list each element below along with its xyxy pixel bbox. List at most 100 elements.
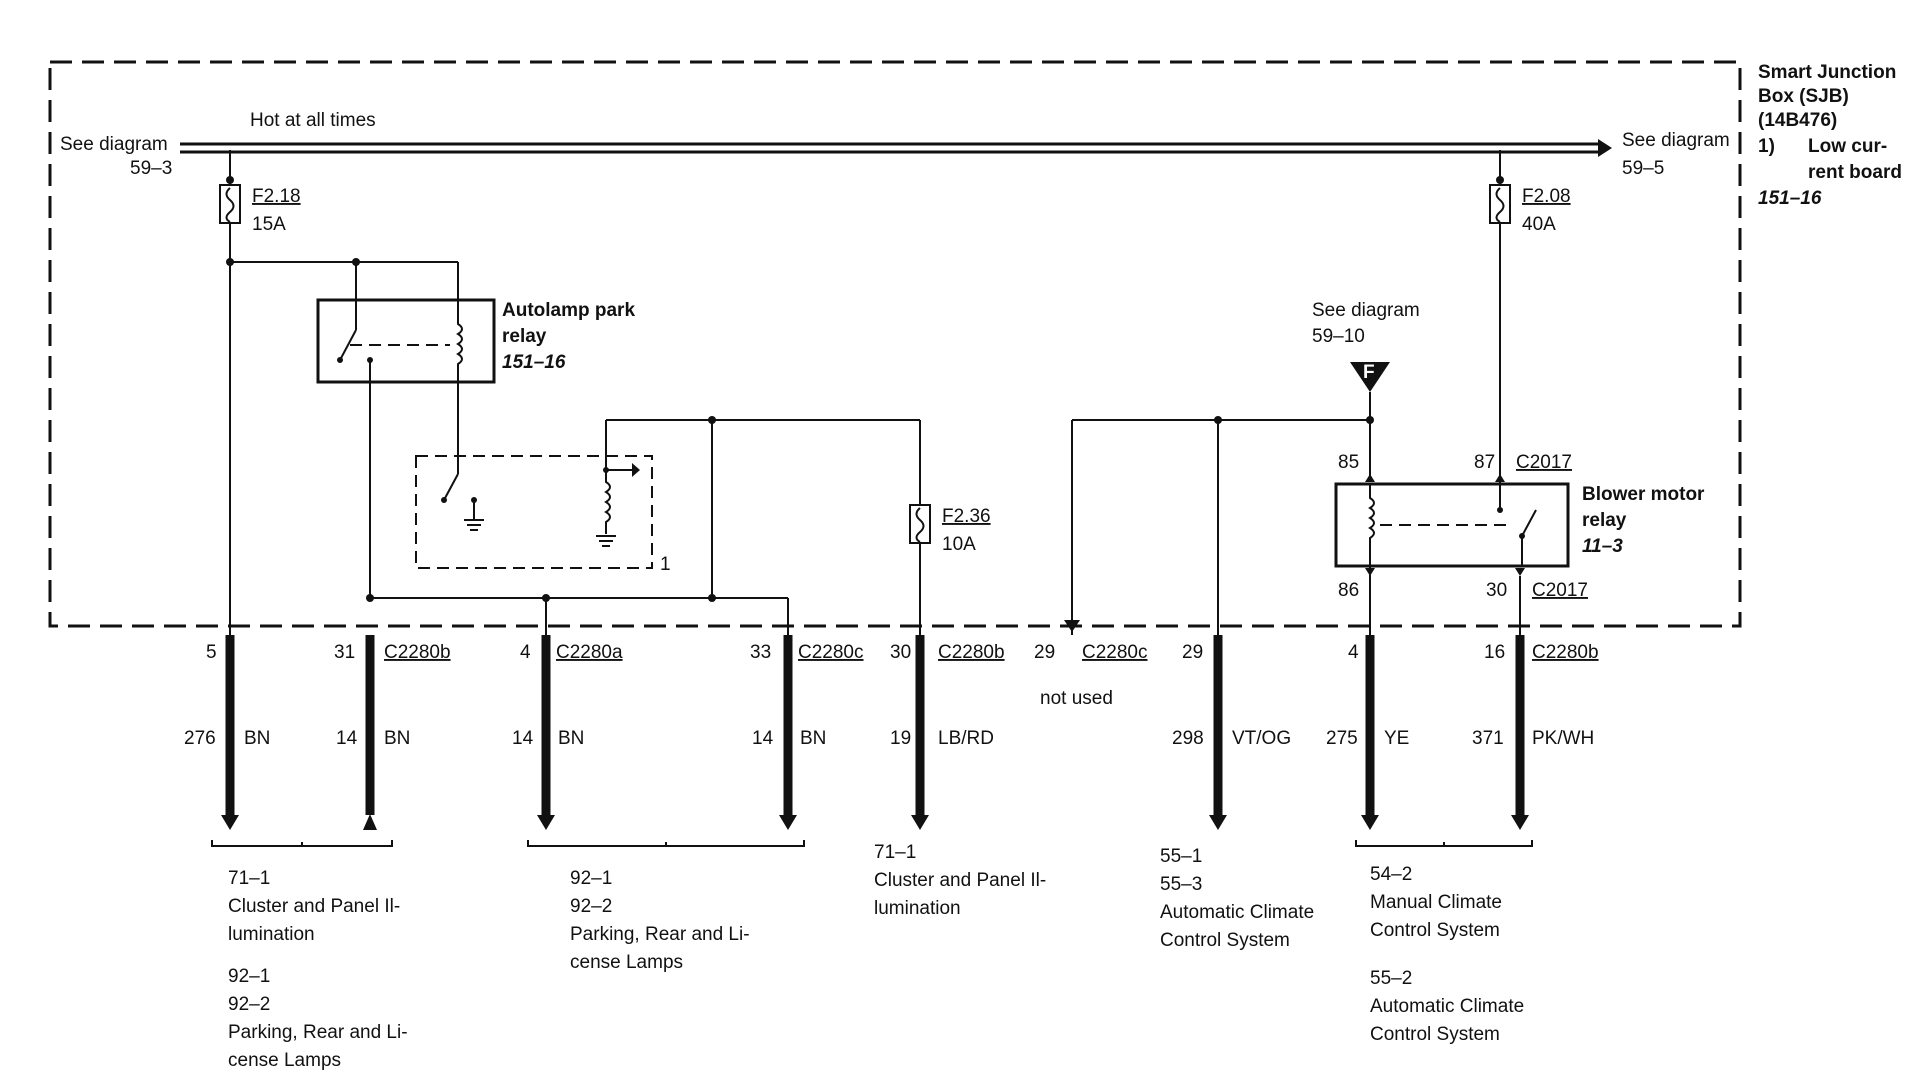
wire-color: BN [800, 728, 826, 749]
fuse-icon [219, 184, 241, 224]
blower-connector-bottom: C2017 [1532, 580, 1588, 601]
sjb-title: Smart Junction [1758, 62, 1896, 83]
sjb-outline [48, 60, 1742, 628]
sjb-title: (14B476) [1758, 110, 1837, 131]
svg-text:55–2: 55–2 [1370, 968, 1412, 989]
blower-pin-85: 85 [1338, 452, 1359, 473]
circuit-number: 19 [890, 728, 911, 749]
svg-text:54–2: 54–2 [1370, 864, 1412, 885]
bus-left-see: See diagram [60, 134, 168, 155]
blower-relay-label: Blower motor [1582, 484, 1705, 505]
connector-label: C2280a [556, 642, 623, 663]
svg-text:Parking, Rear and Li-: Parking, Rear and Li- [570, 924, 750, 945]
svg-text:Control System: Control System [1370, 920, 1500, 941]
blower-pin-30: 30 [1486, 580, 1507, 601]
autolamp-relay-label: relay [502, 326, 547, 347]
fuse-f208-rating: 40A [1522, 214, 1556, 235]
fuse-f218-rating: 15A [252, 214, 286, 235]
svg-text:55–1: 55–1 [1160, 846, 1202, 867]
fuse-f208-name: F2.08 [1522, 186, 1571, 207]
svg-text:Control System: Control System [1160, 930, 1290, 951]
svg-text:92–1: 92–1 [570, 868, 612, 889]
wire-color: BN [244, 728, 270, 749]
pin-number: 29 [1034, 642, 1055, 663]
ground-ref-symbol: F [1363, 362, 1375, 383]
bus-right-ref: 59–5 [1622, 158, 1664, 179]
pin-number: 4 [1348, 642, 1359, 663]
svg-text:lumination: lumination [228, 924, 315, 945]
ref-group-1: 71–1 Cluster and Panel Il- lumination 92… [228, 868, 408, 1071]
connector-label: C2280b [938, 642, 1005, 663]
circuit-number: 276 [184, 728, 216, 749]
blower-relay-label: relay [1582, 510, 1627, 531]
pin-number: 4 [520, 642, 531, 663]
svg-text:Parking, Rear and Li-: Parking, Rear and Li- [228, 1022, 408, 1043]
internal-module-box [415, 455, 653, 569]
wire-color: YE [1384, 728, 1409, 749]
connector-label: C2280b [384, 642, 451, 663]
ground-ref-see: See diagram [1312, 300, 1420, 321]
svg-text:92–1: 92–1 [228, 966, 270, 987]
fuse-f236-name: F2.36 [942, 506, 991, 527]
bus-arrow-icon [1598, 139, 1612, 157]
bus-right-see: See diagram [1622, 130, 1730, 151]
pin-number: 33 [750, 642, 771, 663]
blower-relay-ref: 11–3 [1582, 536, 1623, 557]
pin-number: 30 [890, 642, 911, 663]
svg-text:Manual Climate: Manual Climate [1370, 892, 1502, 913]
connector-label: C2280c [1082, 642, 1148, 663]
wire-color: LB/RD [938, 728, 994, 749]
circuit-number: 14 [512, 728, 534, 749]
sjb-ref: 151–16 [1758, 188, 1822, 209]
sjb-note-number: 1) [1758, 136, 1775, 157]
ref-group-5: 54–2 Manual Climate Control System 55–2 … [1370, 864, 1524, 1045]
autolamp-relay-label: Autolamp park [502, 300, 635, 321]
bus-label: Hot at all times [250, 110, 376, 131]
svg-text:Control System: Control System [1370, 1024, 1500, 1045]
blower-relay-box [1334, 482, 1570, 568]
svg-text:92–2: 92–2 [228, 994, 270, 1015]
svg-text:Cluster and Panel Il-: Cluster and Panel Il- [874, 870, 1046, 891]
ground-ref-num: 59–10 [1312, 326, 1365, 347]
svg-text:55–3: 55–3 [1160, 874, 1202, 895]
circuit-number: 14 [752, 728, 774, 749]
autolamp-relay-box [316, 298, 496, 384]
bus-left-ref: 59–3 [130, 158, 172, 179]
ground-ref-icon [1350, 362, 1390, 392]
fuse-f236-rating: 10A [942, 534, 976, 555]
ground-icon [596, 535, 616, 547]
ref-group-4: 55–1 55–3 Automatic Climate Control Syst… [1160, 846, 1314, 951]
group-brace [527, 840, 805, 847]
svg-text:cense Lamps: cense Lamps [570, 952, 683, 973]
svg-text:lumination: lumination [874, 898, 961, 919]
circuit-number: 14 [336, 728, 358, 749]
svg-text:Automatic Climate: Automatic Climate [1370, 996, 1524, 1017]
sjb-title: Box (SJB) [1758, 86, 1849, 107]
group-brace [211, 840, 393, 847]
svg-text:cense Lamps: cense Lamps [228, 1050, 341, 1071]
connector-label: C2280b [1532, 642, 1599, 663]
svg-text:Cluster and Panel Il-: Cluster and Panel Il- [228, 896, 400, 917]
pin-number: 31 [334, 642, 355, 663]
svg-text:71–1: 71–1 [874, 842, 916, 863]
autolamp-relay-ref: 151–16 [502, 352, 566, 373]
circuit-number: 298 [1172, 728, 1204, 749]
group-brace [1355, 840, 1533, 847]
fuse-f218-name: F2.18 [252, 186, 301, 207]
output-wires [221, 620, 1529, 830]
svg-text:92–2: 92–2 [570, 896, 612, 917]
fuse-icon [1489, 184, 1511, 224]
pin-number: 16 [1484, 642, 1505, 663]
ref-group-3: 71–1 Cluster and Panel Il- lumination [874, 842, 1046, 919]
sjb-note: rent board [1808, 162, 1902, 183]
sjb-note: Low cur- [1808, 136, 1887, 157]
pin-number: 5 [206, 642, 217, 663]
ref-group-2: 92–1 92–2 Parking, Rear and Li- cense La… [570, 868, 750, 973]
svg-text:Automatic Climate: Automatic Climate [1160, 902, 1314, 923]
pin-number: 29 [1182, 642, 1203, 663]
svg-text:71–1: 71–1 [228, 868, 270, 889]
blower-pin-86: 86 [1338, 580, 1359, 601]
internal-module-label: 1 [660, 554, 671, 575]
blower-pin-87: 87 [1474, 452, 1495, 473]
